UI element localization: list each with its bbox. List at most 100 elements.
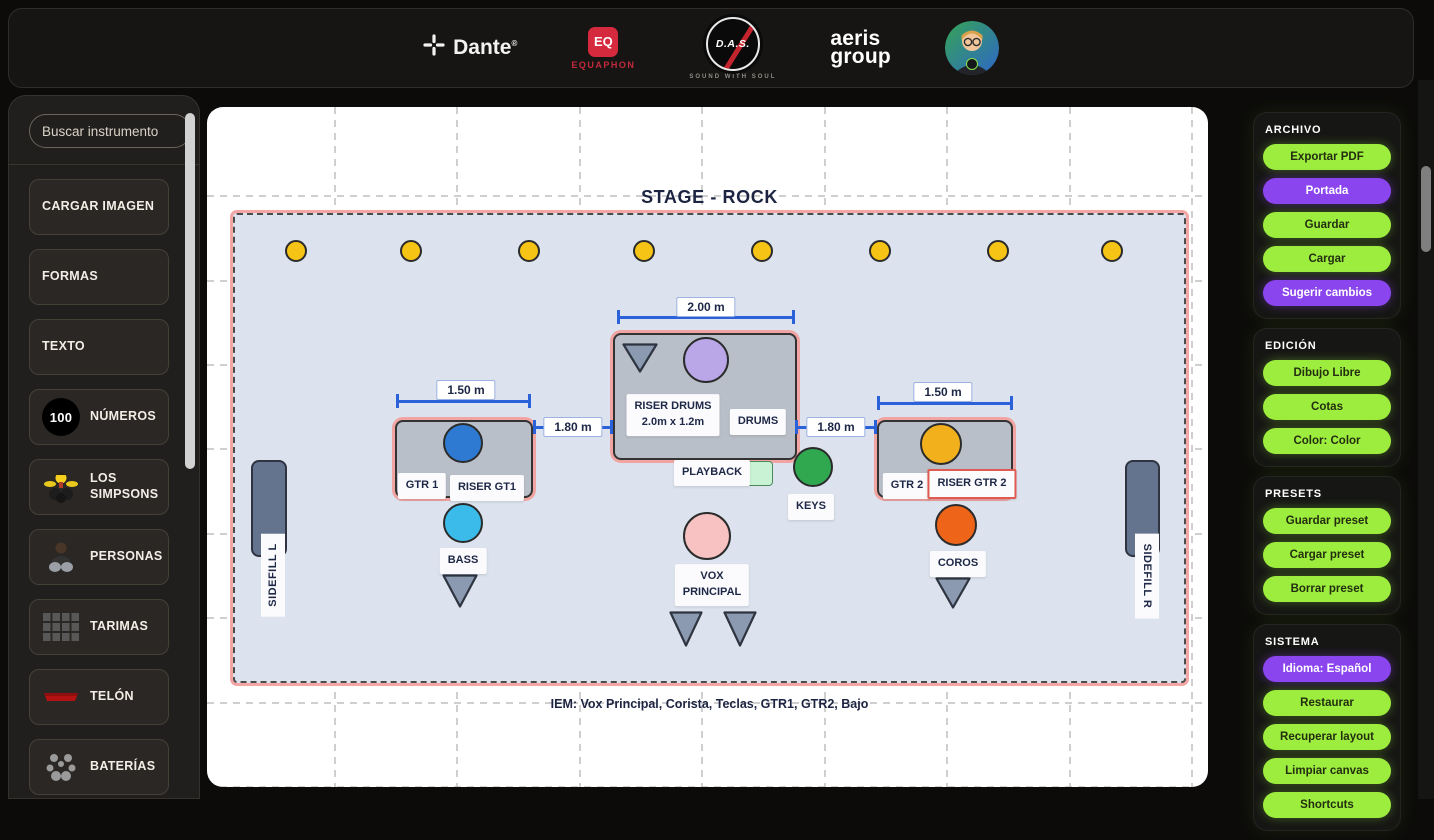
- stage-label-riser-drums[interactable]: RISER DRUMS 2.0m x 1.2m: [626, 394, 720, 436]
- panel-button-exportar-pdf[interactable]: Exportar PDF: [1263, 144, 1391, 170]
- panel-button-borrar-preset[interactable]: Borrar preset: [1263, 576, 1391, 602]
- panel-button-sugerir-cambios[interactable]: Sugerir cambios: [1263, 280, 1391, 306]
- dimension-tick: [1010, 396, 1013, 410]
- search-input[interactable]: [29, 114, 191, 148]
- sidebar-items: CARGAR IMAGEN FORMAS TEXTO 100 NÚMEROS LOS SI…: [29, 179, 177, 795]
- coros-wedge[interactable]: [935, 577, 971, 614]
- sidebar-item-cargar-imagen[interactable]: CARGAR IMAGEN: [29, 179, 169, 235]
- panel-button-color-color[interactable]: Color: Color: [1263, 428, 1391, 454]
- spot-vox-principal[interactable]: [683, 512, 731, 560]
- panel-button-dibujo-libre[interactable]: Dibujo Libre: [1263, 360, 1391, 386]
- stage-label-vox[interactable]: VOX PRINCIPAL: [674, 564, 750, 606]
- spot-keys[interactable]: [793, 447, 833, 487]
- stage-light[interactable]: [518, 240, 540, 262]
- stage-label-drums[interactable]: DRUMS: [729, 409, 787, 435]
- dimension-label[interactable]: 1.80 m: [806, 417, 866, 437]
- user-avatar[interactable]: [944, 21, 999, 75]
- instrument-sidebar: CARGAR IMAGEN FORMAS TEXTO 100 NÚMEROS LOS SI…: [8, 95, 200, 799]
- stage-label-keys[interactable]: KEYS: [788, 494, 834, 520]
- spot-gtr2[interactable]: [920, 423, 962, 465]
- personas-icon: [42, 538, 80, 576]
- dimension-line: [617, 315, 795, 319]
- vox-wedge-1[interactable]: [669, 611, 703, 652]
- sidebar-item-label: BATERÍAS: [90, 759, 156, 774]
- aeris-line2: group: [830, 45, 891, 68]
- playback-box[interactable]: [746, 461, 773, 486]
- numbers-icon: 100: [42, 398, 80, 436]
- stage-light[interactable]: [1101, 240, 1123, 262]
- sidebar-item-label: TELÓN: [90, 689, 134, 704]
- equaphon-logo: EQ EQUAPHON: [571, 26, 635, 70]
- sidebar-item-label: TEXTO: [42, 339, 85, 354]
- das-logo: D.A.S. SOUND WITH SOUL: [689, 16, 777, 80]
- bass-wedge[interactable]: [442, 574, 478, 613]
- sidebar-item-label: TARIMAS: [90, 619, 149, 634]
- sidebar-item-personas[interactable]: PERSONAS: [29, 529, 169, 585]
- drums-wedge[interactable]: [622, 343, 658, 378]
- sidebar-item-label: NÚMEROS: [90, 409, 156, 424]
- panel-button-limpiar-canvas[interactable]: Limpiar canvas: [1263, 758, 1391, 784]
- design-canvas[interactable]: STAGE - ROCK IEM: Vox Principal, Corista,…: [207, 107, 1208, 787]
- iem-note[interactable]: IEM: Vox Principal, Corista, Teclas, GTR…: [550, 697, 869, 711]
- sidefill-r-label[interactable]: SIDEFILL R: [1135, 533, 1159, 619]
- logo-row: Dante® EQ EQUAPHON D.A.S. SOUND WITH SOU…: [9, 9, 1413, 87]
- stage-label-playback[interactable]: PLAYBACK: [673, 460, 751, 486]
- sidebar-item-label: PERSONAS: [90, 549, 163, 564]
- dante-label: Dante: [453, 36, 512, 59]
- sidebar-item-numeros[interactable]: 100 NÚMEROS: [29, 389, 169, 445]
- stage-light[interactable]: [633, 240, 655, 262]
- dimension-tick: [610, 420, 613, 434]
- dimension-tick: [874, 420, 877, 434]
- sidefill-l-label[interactable]: SIDEFILL L: [261, 533, 285, 617]
- sidebar-item-label: LOS SIMPSONS: [90, 471, 159, 501]
- stage-label-gtr-2[interactable]: GTR 2: [882, 473, 932, 499]
- sidebar-item-formas[interactable]: FORMAS: [29, 249, 169, 305]
- page-scrollbar[interactable]: [1421, 166, 1431, 252]
- dimension-label[interactable]: 1.80 m: [543, 417, 603, 437]
- panel-button-idioma-espanol[interactable]: Idioma: Español: [1263, 656, 1391, 682]
- spot-coros[interactable]: [935, 504, 977, 546]
- stage-label-gtr-1[interactable]: GTR 1: [397, 473, 447, 499]
- panel-section-title: EDICIÓN: [1265, 340, 1317, 352]
- sidebar-item-telon[interactable]: TELÓN: [29, 669, 169, 725]
- stage-light[interactable]: [987, 240, 1009, 262]
- panel-button-portada[interactable]: Portada: [1263, 178, 1391, 204]
- panel-button-cotas[interactable]: Cotas: [1263, 394, 1391, 420]
- stage-label-riser-gt1[interactable]: RISER GT1: [449, 475, 525, 501]
- sidebar-item-baterias[interactable]: BATERÍAS: [29, 739, 169, 795]
- simpsons-icon: [42, 468, 80, 506]
- vox-wedge-2[interactable]: [723, 611, 757, 652]
- panel-button-shortcuts[interactable]: Shortcuts: [1263, 792, 1391, 818]
- dimension-tick: [792, 310, 795, 324]
- panel-button-restaurar[interactable]: Restaurar: [1263, 690, 1391, 716]
- stage-label-coros[interactable]: COROS: [929, 551, 987, 577]
- sidebar-item-texto[interactable]: TEXTO: [29, 319, 169, 375]
- panel-button-guardar[interactable]: Guardar: [1263, 212, 1391, 238]
- dimension-label[interactable]: 2.00 m: [676, 297, 736, 317]
- dimension-label[interactable]: 1.50 m: [436, 380, 496, 400]
- das-oval-icon: D.A.S.: [705, 16, 760, 71]
- sidebar-item-los-simpsons[interactable]: LOS SIMPSONS: [29, 459, 169, 515]
- stage-light[interactable]: [751, 240, 773, 262]
- panel-button-guardar-preset[interactable]: Guardar preset: [1263, 508, 1391, 534]
- stage-label-bass[interactable]: BASS: [439, 548, 487, 574]
- dante-logo: Dante®: [423, 34, 517, 62]
- panel-button-cargar-preset[interactable]: Cargar preset: [1263, 542, 1391, 568]
- dimension-label[interactable]: 1.50 m: [913, 382, 973, 402]
- stage-light[interactable]: [869, 240, 891, 262]
- stage-light[interactable]: [400, 240, 422, 262]
- stage-label-riser-gtr-2[interactable]: RISER GTR 2: [927, 469, 1017, 499]
- stage-title[interactable]: STAGE - ROCK: [641, 187, 778, 207]
- spot-bass[interactable]: [443, 503, 483, 543]
- spot-drums[interactable]: [683, 337, 729, 383]
- sidebar-item-tarimas[interactable]: TARIMAS: [29, 599, 169, 655]
- panel-button-recuperar-layout[interactable]: Recuperar layout: [1263, 724, 1391, 750]
- stage-light[interactable]: [285, 240, 307, 262]
- spot-gtr1[interactable]: [443, 423, 483, 463]
- sidebar-scrollbar[interactable]: [185, 113, 195, 469]
- dimension-tick: [528, 394, 531, 408]
- das-tagline: SOUND WITH SOUL: [689, 73, 777, 80]
- panel-button-cargar[interactable]: Cargar: [1263, 246, 1391, 272]
